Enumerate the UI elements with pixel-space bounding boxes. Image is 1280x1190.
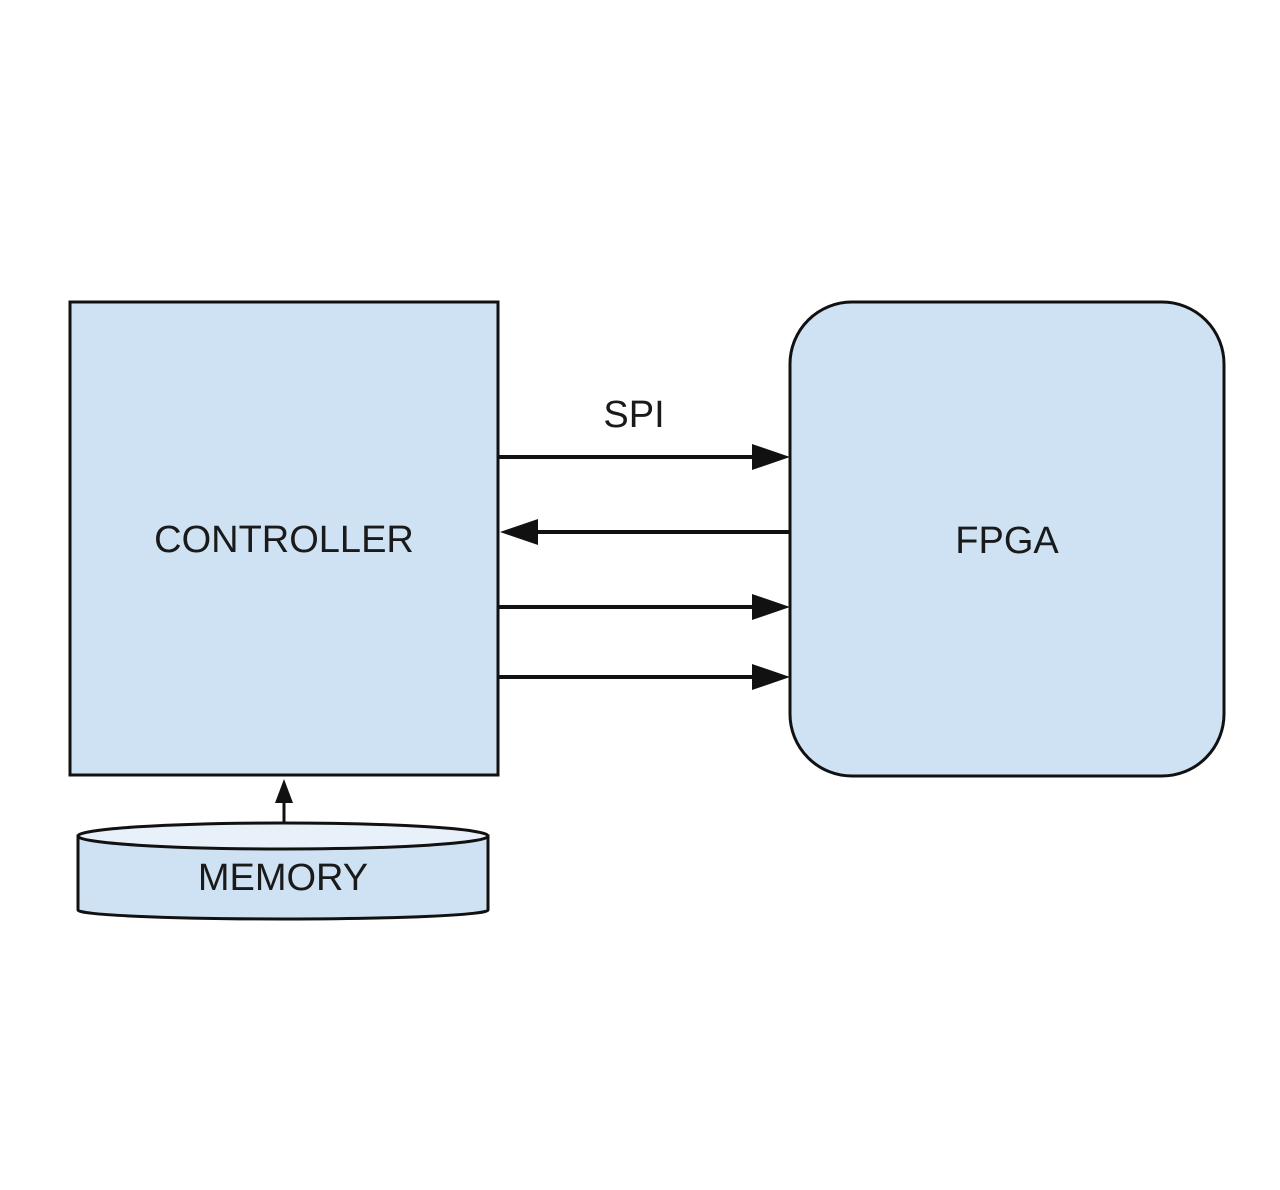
- spi-arrow-4-head: [752, 664, 790, 690]
- spi-arrow-1: [498, 444, 790, 470]
- spi-arrow-2: [500, 519, 790, 545]
- spi-arrow-2-head: [500, 519, 538, 545]
- fpga-box: [788, 300, 1226, 778]
- fpga-label: FPGA: [955, 520, 1059, 562]
- controller-block: CONTROLLER: [68, 300, 500, 777]
- memory-cylinder-body: [76, 834, 490, 921]
- fpga-block: FPGA: [788, 300, 1226, 778]
- memory-block: MEMORY: [76, 821, 490, 921]
- spi-label: SPI: [603, 394, 664, 436]
- memory-label: MEMORY: [198, 857, 368, 899]
- spi-arrow-4: [498, 664, 790, 690]
- memory-cylinder-top: [76, 821, 490, 851]
- memory-to-controller-arrow: [275, 779, 293, 823]
- controller-label: CONTROLLER: [154, 519, 414, 561]
- controller-box: [68, 300, 500, 777]
- spi-arrow-3-head: [752, 594, 790, 620]
- memory-arrow-head: [275, 779, 293, 803]
- spi-arrow-1-head: [752, 444, 790, 470]
- spi-arrow-3: [498, 594, 790, 620]
